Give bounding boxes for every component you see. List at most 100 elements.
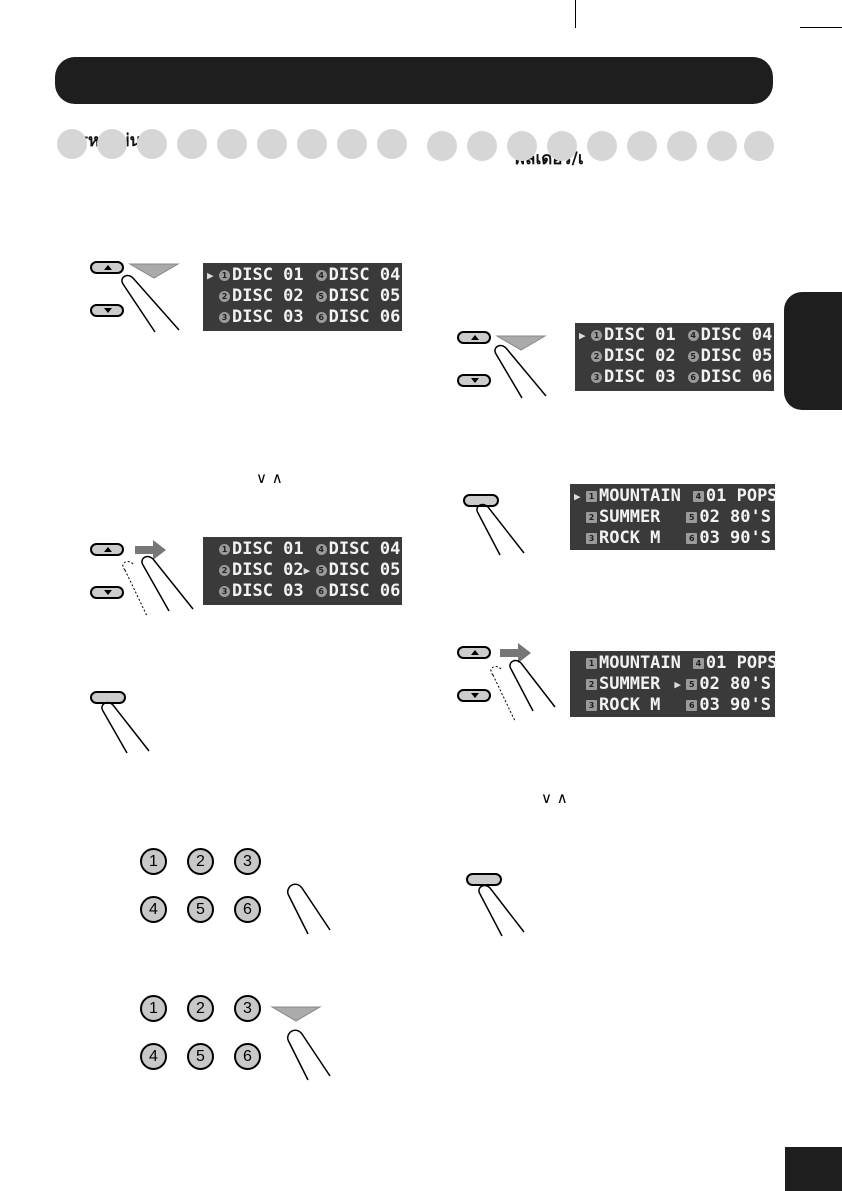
lcd-entry-text: 01 POPS [705,486,778,506]
lcd-index-badge: 3 [591,372,602,383]
lcd-entry-text: ROCK M [599,528,661,548]
finger-press-icon [478,884,525,937]
lcd-index-badge: 2 [219,291,230,302]
lcd-index-badge: 4 [692,658,704,669]
down-button-1[interactable] [90,304,124,317]
selection-cursor-icon: ▶ [207,269,214,282]
lcd-index-badge: 1 [591,330,602,341]
number-key-1[interactable]: 1 [140,995,167,1022]
number-key-6[interactable]: 6 [234,896,261,923]
down-button-4[interactable] [457,689,491,702]
lcd-entry-text: DISC 02 [232,286,304,306]
decorative-circle [97,129,127,159]
selection-cursor-icon: ▶ [574,490,581,503]
up-button-2[interactable] [90,543,124,556]
number-key-5[interactable]: 5 [187,1043,214,1070]
select-button-2[interactable] [463,494,499,507]
lcd-entry-text: 02 80'S [699,507,771,527]
number-key-4[interactable]: 4 [140,896,167,923]
lcd-cell: ▶603 90'S [674,695,771,716]
lcd-index-badge: 6 [686,533,698,544]
number-key-5[interactable]: 5 [187,896,214,923]
lcd-entry-text: 02 80'S [699,674,771,694]
number-key-2[interactable]: 2 [187,995,214,1022]
finger-press-icon [141,555,194,612]
up-button-1[interactable] [90,261,124,274]
lcd-entry-text: DISC 04 [700,325,773,345]
number-key-3[interactable]: 3 [234,848,261,875]
down-button-2[interactable] [90,586,124,599]
decorative-circle [177,129,207,159]
arrow-down-icon [495,335,547,351]
decorative-circle [547,131,577,161]
lcd-index-badge: 5 [315,565,327,576]
crop-mark-right [800,27,842,28]
down-button-3[interactable] [457,374,491,387]
decorative-circle [427,131,457,161]
lcd-entry-text: DISC 06 [328,581,401,601]
section-title-bar [55,57,773,104]
finger-press-icon [476,503,525,556]
number-key-3[interactable]: 3 [234,995,261,1022]
number-key-2[interactable]: 2 [187,848,214,875]
lcd-index-badge: 6 [687,372,699,383]
finger-press-icon [494,344,547,399]
lcd-index-badge: 5 [315,291,327,302]
lcd-entry-text: 03 90'S [699,528,771,548]
decorative-circle [217,129,247,159]
lcd-index-badge: 6 [315,312,327,323]
selection-cursor-icon: ▶ [579,329,586,342]
lcd-index-badge: 4 [315,270,327,281]
lcd-entry-text: SUMMER [599,507,661,527]
lcd-index-badge: 2 [591,351,602,362]
finger-ghost-icon [490,666,516,722]
lcd-entry-text: 01 POPS [705,653,778,673]
number-key-4[interactable]: 4 [140,1043,167,1070]
decorative-circle [627,131,657,161]
chevron-label-right: ∨ ∧ [541,789,568,807]
up-button-4[interactable] [457,646,491,659]
lcd-entry-text: DISC 01 [604,325,676,345]
decorative-circle [467,131,497,161]
lcd-index-badge: 5 [686,512,698,523]
number-key-6[interactable]: 6 [234,1043,261,1070]
up-button-3[interactable] [457,331,491,344]
lcd-entry-text: ROCK M [599,695,661,715]
crop-mark-top [575,0,576,28]
decorative-circle [297,129,327,159]
lcd-entry-text: DISC 03 [604,367,676,387]
decorative-circle [587,131,617,161]
lcd-entry-text: DISC 05 [328,560,401,580]
lcd-cell: ▶401 POPS [681,486,778,507]
decorative-circle [507,131,537,161]
finger-press-icon [509,659,556,712]
lcd-entry-text: DISC 01 [232,265,304,285]
lcd-entry-text: DISC 05 [700,346,773,366]
finger-press-icon [101,701,150,754]
number-key-1[interactable]: 1 [140,848,167,875]
lcd-index-badge: 2 [586,679,597,690]
lcd-entry-text: DISC 01 [232,539,304,559]
arrow-down-icon [128,263,180,279]
lcd-entry-text: MOUNTAIN [599,653,681,673]
